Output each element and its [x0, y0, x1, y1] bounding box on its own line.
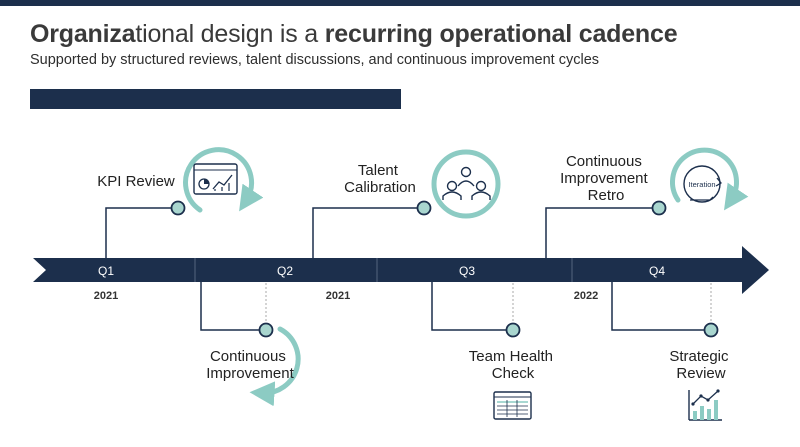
- milestone-strategic-review: Strategic Review: [611, 282, 732, 421]
- milestone-marker: [651, 200, 667, 216]
- milestone-continuous-improvement: Continuous Improvement: [200, 282, 301, 407]
- iteration-text: Iteration: [688, 180, 715, 189]
- connector-line: [545, 207, 659, 258]
- connector-line: [431, 282, 513, 331]
- top-rule: [0, 0, 800, 6]
- milestone-marker: [505, 322, 521, 338]
- quarter-label-q1: Q1: [98, 264, 114, 278]
- dashboard-chart-icon: [183, 147, 264, 213]
- quarter-label-q3: Q3: [459, 264, 475, 278]
- title-bold-1: Organiza: [30, 20, 136, 48]
- milestone-marker: [703, 322, 719, 338]
- iteration-cycle-icon: Iteration: [670, 147, 749, 211]
- milestone-marker: [258, 322, 274, 338]
- page-title: Organizational design is a recurring ope…: [30, 20, 678, 49]
- year-label: 2021: [94, 290, 118, 302]
- milestone-marker: [170, 200, 186, 216]
- connector-line: [105, 207, 178, 258]
- year-label: 2022: [574, 290, 598, 302]
- quarter-label-q2: Q2: [277, 264, 293, 278]
- connector-line: [312, 207, 424, 258]
- connector-line: [200, 282, 266, 331]
- milestone-label: Team Health Check: [469, 348, 557, 382]
- milestone-marker: [416, 200, 432, 216]
- connector-line: [611, 282, 711, 331]
- timeline-arrow: [33, 246, 769, 294]
- accent-bar: [30, 89, 401, 109]
- page-subtitle: Supported by structured reviews, talent …: [30, 52, 600, 68]
- quarter-label-q4: Q4: [649, 264, 665, 278]
- milestone-team-health-check: Team Health Check: [431, 282, 557, 420]
- year-label: 2021: [326, 290, 350, 302]
- milestone-talent-calibration: Talent Calibration: [312, 149, 501, 258]
- spreadsheet-icon: [493, 391, 532, 420]
- milestone-label: Continuous Improvement Retro: [560, 153, 652, 204]
- milestone-label: Talent Calibration: [344, 162, 416, 196]
- title-bold-2: recurring operational cadence: [324, 20, 678, 48]
- milestone-continuous-improvement-retro: Continuous Improvement Retro Iteration: [545, 147, 749, 258]
- milestone-label: Strategic Review: [669, 348, 732, 382]
- people-group-icon: [431, 149, 501, 219]
- title-regular: tional design is a: [135, 20, 325, 48]
- milestone-label: Continuous Improvement: [206, 348, 294, 382]
- cycle-arrow-icon: [249, 326, 301, 407]
- milestone-label: KPI Review: [97, 173, 175, 190]
- milestone-kpi-review: KPI Review: [97, 147, 264, 258]
- bar-chart-icon: [688, 389, 722, 421]
